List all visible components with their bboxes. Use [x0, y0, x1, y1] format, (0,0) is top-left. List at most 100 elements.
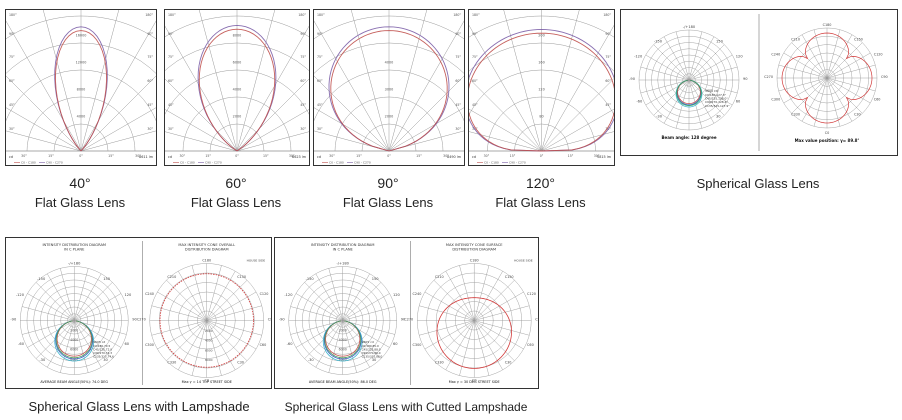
side-tick: 120 — [736, 55, 744, 59]
side-tick: C240 — [413, 292, 422, 296]
grid-spoke — [236, 78, 309, 152]
side-tick: -150 — [37, 277, 46, 281]
side-tick: C210 — [435, 275, 444, 279]
grid-spoke — [663, 36, 690, 81]
side-tick: C210 — [791, 38, 800, 42]
grid-spoke — [157, 320, 207, 350]
legend-a: C0 - C180 — [21, 161, 36, 165]
grid-spoke — [688, 79, 715, 124]
side-tick: C210 — [167, 275, 176, 279]
side-tick: 30 — [372, 358, 377, 362]
bottom-tick: 15° — [108, 154, 114, 158]
grid-spoke — [236, 10, 276, 152]
grid-spoke — [74, 293, 122, 321]
grid-spoke — [469, 24, 542, 152]
side-tick: C30 — [505, 360, 512, 364]
grid-spoke — [165, 25, 238, 152]
grid-spoke — [74, 320, 102, 368]
caption-lens: Spherical Glass Lens with Lampshade — [28, 399, 250, 414]
side-tick: C90 — [268, 318, 271, 322]
ring-value: 6000 — [233, 60, 242, 64]
left-tick: 75° — [317, 55, 323, 59]
grid-spoke — [541, 78, 614, 152]
cd-label: cd — [472, 155, 476, 159]
distribution-curve — [56, 320, 92, 357]
legend-item: C90/270,74.3 — [93, 351, 112, 355]
grid-spoke — [826, 77, 876, 92]
left-tick: 180° — [9, 13, 17, 17]
right-tick: 30° — [300, 127, 306, 131]
grid-spoke — [165, 131, 238, 152]
grid-spoke — [645, 54, 690, 81]
legend-item: C45/225,72.0 — [93, 348, 112, 352]
distribution-curve — [469, 29, 614, 152]
side-tick: C30 — [237, 360, 244, 364]
grid-spoke — [80, 10, 120, 152]
right-tick: 180° — [453, 13, 461, 17]
distribution-curve — [330, 30, 448, 152]
right-tick: 30° — [455, 127, 461, 131]
grid-spoke — [206, 305, 262, 321]
right-tick: 180° — [603, 13, 611, 17]
grid-spoke — [342, 282, 382, 321]
bottom-tick: 15° — [48, 154, 54, 158]
legend-a: C0 - C180 — [329, 161, 344, 165]
grid-spoke — [813, 29, 828, 79]
side-tick: C120 — [260, 292, 269, 296]
beam-angle: Beam angle: 128 degree — [661, 135, 716, 140]
legend-item: C0/180,70.5 — [93, 344, 110, 348]
grid-spoke — [826, 77, 871, 104]
grid-spoke — [791, 42, 828, 79]
grid-spoke — [801, 77, 828, 122]
side-tick: 150 — [103, 277, 111, 281]
side-tick: 60 — [124, 342, 129, 346]
legend-item: C0/180,127.3° — [705, 93, 727, 97]
caption-lampshade: Spherical Glass Lens with Lampshade — [0, 398, 278, 416]
grid-spoke — [419, 305, 475, 321]
left-tick: 75° — [168, 55, 174, 59]
grid-spoke — [315, 273, 343, 321]
legend-b: C90 - C270 — [46, 161, 63, 165]
max-label: 8490 lm — [447, 155, 462, 159]
max-note: Max γ = 14 TOP STREET SIDE — [182, 380, 232, 384]
grid-spoke — [22, 306, 75, 321]
grid-spoke — [541, 10, 580, 152]
bottom-tick: 30° — [443, 154, 449, 158]
grid-spoke — [388, 20, 464, 152]
grid-spoke — [314, 107, 390, 152]
bottom-tick: 15° — [568, 154, 574, 158]
right-tick: 60° — [605, 79, 611, 83]
side-tick: -60 — [18, 342, 25, 346]
grid-spoke — [541, 131, 614, 152]
right-tick: 180° — [145, 13, 153, 17]
ring-value: 8000 — [205, 358, 213, 362]
grid-spoke — [474, 320, 515, 361]
grid-spoke — [328, 320, 343, 373]
side-tick: C60 — [527, 343, 534, 347]
grid-spoke — [74, 320, 89, 373]
grid-spoke — [813, 77, 828, 127]
grid-spoke — [826, 77, 841, 127]
distribution-curve — [198, 28, 276, 152]
left-tick: 60° — [472, 79, 478, 83]
grid-spoke — [778, 77, 828, 92]
average: AVERAGE BEAM ANGLE(50%): 74.0 DEG — [40, 380, 108, 384]
grid-spoke — [206, 320, 262, 336]
top-tick: -/+180 — [683, 25, 696, 29]
legend-item: C90/270,128.4° — [705, 100, 728, 104]
polar-chart-120: 180°90°75°60°45°30°180°90°75°60°45°30°80… — [469, 10, 614, 165]
grid-spoke — [474, 305, 530, 321]
flat-90-panel: 180°90°75°60°45°30°180°90°75°60°45°30°20… — [313, 9, 465, 166]
grid-spoke — [640, 79, 690, 94]
side-tick: C120 — [874, 53, 883, 57]
right-tick: 75° — [455, 55, 461, 59]
side-tick: -30 — [656, 115, 663, 119]
ring-value: 4000 — [385, 60, 394, 64]
grid-spoke — [165, 109, 238, 152]
right-title: MAX INTENSITY CONE OVERALL — [178, 243, 235, 247]
bottom-tick: 30° — [179, 154, 185, 158]
ring-value: 80 — [539, 114, 543, 118]
grid-spoke — [433, 320, 475, 361]
left-tick: 180° — [472, 13, 480, 17]
